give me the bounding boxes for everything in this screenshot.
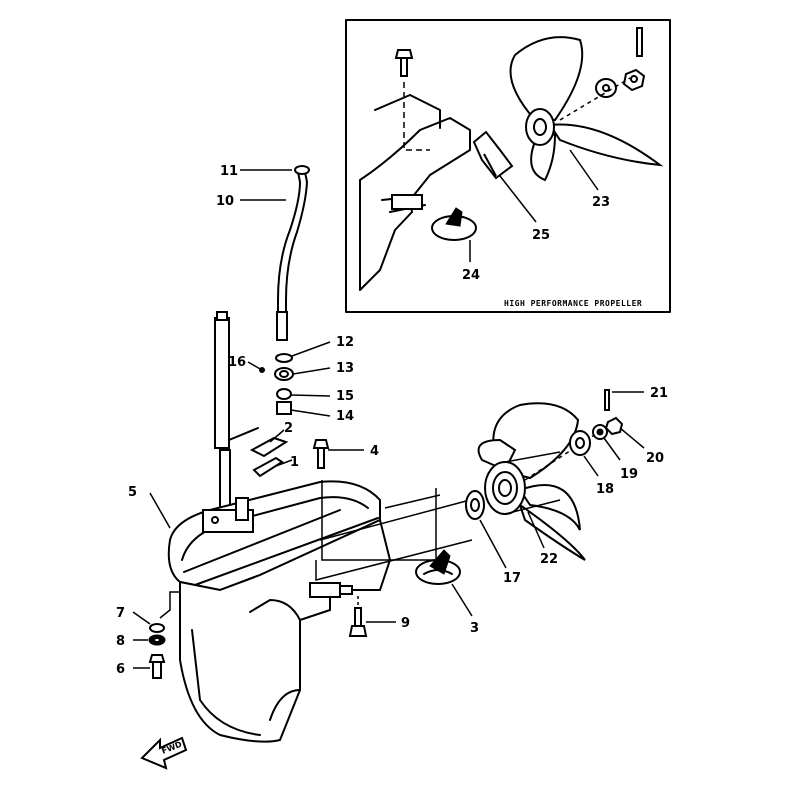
label-25: 25 [532,228,550,243]
drive-shaft [214,311,259,511]
bolt-6 [148,654,166,679]
grommet-12 [275,353,293,363]
inset-caption: HIGH PERFORMANCE PROPELLER [504,299,642,308]
label-6: 6 [116,662,125,677]
inset-high-performance-propeller: HIGH PERFORMANCE PROPELLER [345,19,671,313]
label-1: 1 [290,455,299,470]
label-19: 19 [620,467,638,482]
bolt-9 [348,607,368,637]
label-11: 11 [220,164,238,179]
label-12: 12 [336,335,354,350]
label-9: 9 [401,616,410,631]
inset-thrust-holder-24 [431,207,477,241]
propeller-22 [477,402,586,561]
grommet-11 [294,165,310,175]
label-23: 23 [592,195,610,210]
key-1 [252,456,284,478]
collar-15 [276,388,292,400]
inset-propeller-23 [509,36,664,182]
inset-housing-fragment [359,49,471,291]
inset-cotter-pin [636,27,643,57]
label-22: 22 [540,552,558,567]
inset-spacer-25 [472,130,514,180]
washer-7 [149,623,165,633]
label-14: 14 [336,409,354,424]
label-3: 3 [470,621,479,636]
label-4: 4 [370,444,379,459]
bushing-14 [276,401,292,415]
shim-2 [249,436,289,458]
nut-20 [604,416,624,436]
bolt-4 [312,439,330,469]
inset-shaft-stub [391,194,423,210]
label-7: 7 [116,606,125,621]
inset-bolt [394,49,414,77]
label-16: 16 [228,355,246,370]
thrust-holder-3 [415,549,461,585]
label-8: 8 [116,634,125,649]
label-13: 13 [336,361,354,376]
label-18: 18 [596,482,614,497]
cotter-pin-21 [604,389,610,411]
spacer-17 [465,490,485,520]
inset-frame [345,19,671,313]
water-tube-10 [276,165,310,341]
label-5: 5 [128,485,137,500]
label-2: 2 [284,421,293,436]
label-10: 10 [216,194,234,209]
fwd-direction-arrow: FWD [140,736,188,770]
label-15: 15 [336,389,354,404]
washer-18 [569,430,591,456]
label-17: 17 [503,571,521,586]
label-21: 21 [650,386,668,401]
label-24: 24 [462,268,480,283]
lower-unit-housing [167,480,392,743]
label-20: 20 [646,451,664,466]
